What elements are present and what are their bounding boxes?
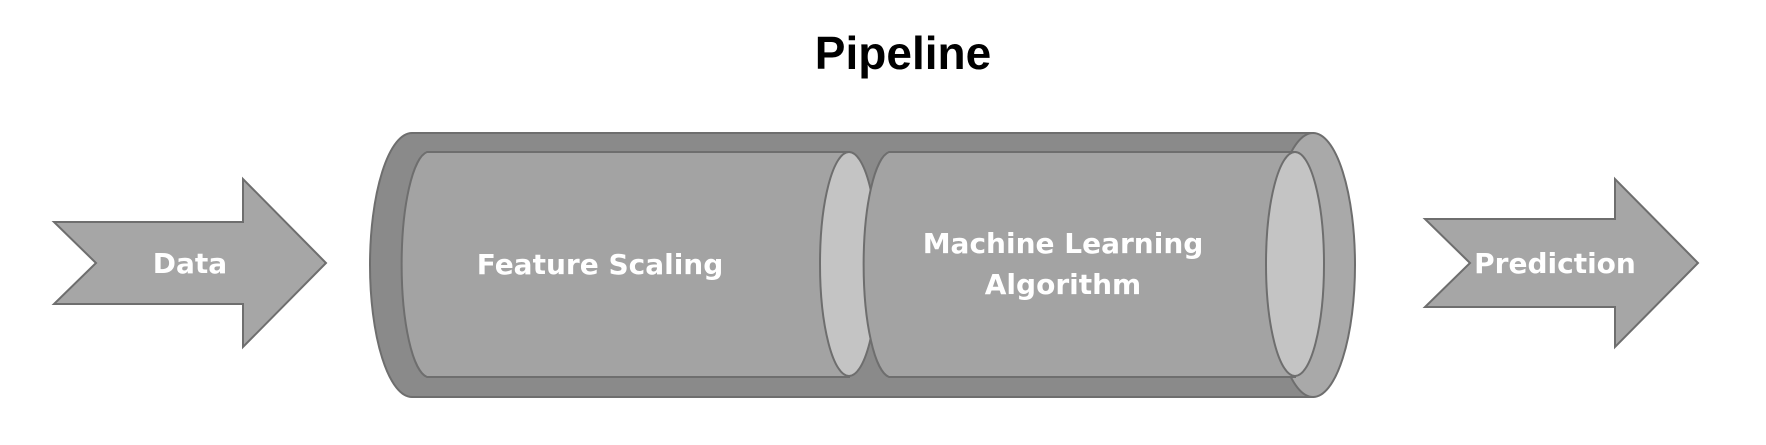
prediction-arrow-shape xyxy=(1422,176,1700,350)
stage-feature-scaling-body xyxy=(400,151,850,378)
stage-ml-algorithm-end-cap xyxy=(1265,151,1325,377)
stage-ml-algorithm: Machine Learning Algorithm xyxy=(862,151,1325,378)
data-arrow: Data xyxy=(51,176,328,350)
data-arrow-label: Data xyxy=(153,247,227,280)
stage-ml-algorithm-label-line-2: Algorithm xyxy=(985,268,1141,301)
stage-feature-scaling-label: Feature Scaling xyxy=(477,248,724,281)
diagram-title: Pipeline xyxy=(815,27,991,79)
stage-ml-algorithm-body xyxy=(862,151,1296,378)
prediction-arrow: Prediction xyxy=(1422,176,1700,350)
pipeline-tube: Feature Scaling Machine Learning Algorit… xyxy=(369,132,1356,398)
data-arrow-shape xyxy=(51,176,328,350)
stage-feature-scaling: Feature Scaling xyxy=(400,151,879,378)
stage-ml-algorithm-label-line-1: Machine Learning xyxy=(923,227,1204,260)
prediction-arrow-label: Prediction xyxy=(1474,247,1636,280)
